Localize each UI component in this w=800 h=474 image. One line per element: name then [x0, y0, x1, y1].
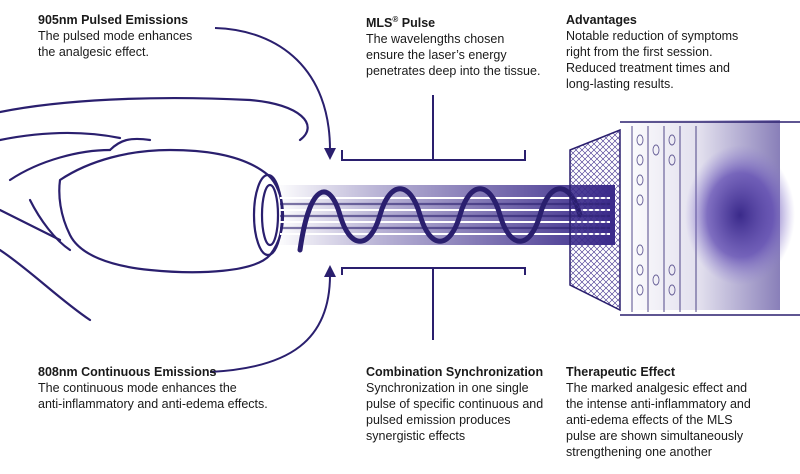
pulsed-emissions-body: The pulsed mode enhances the analgesic e…: [38, 29, 193, 59]
section-brackets: [341, 95, 526, 340]
arrow-head-up: [324, 265, 336, 277]
mls-pulse-title: MLS® Pulse: [366, 15, 436, 31]
laser-head-outline: [0, 96, 309, 322]
tissue-block: [569, 120, 800, 316]
mls-pulse-label: MLS® Pulse The wavelengths chosen ensure…: [366, 12, 566, 79]
advantages-body: Notable reduction of symptoms right from…: [566, 29, 739, 91]
therapeutic-effect-label: Therapeutic Effect The marked analgesic …: [566, 364, 791, 460]
arrows: [209, 27, 331, 373]
advantages-label: Advantages Notable reduction of symptoms…: [566, 12, 791, 92]
continuous-emissions-label: 808nm Continuous Emissions The continuou…: [38, 364, 318, 412]
combination-sync-title: Combination Synchronization: [366, 365, 544, 379]
pulse-helix: [297, 186, 583, 253]
arrow-head-down: [324, 148, 336, 160]
combination-sync-body: Synchronization in one single pulse of s…: [366, 381, 544, 443]
mls-pulse-body: The wavelengths chosen ensure the laser’…: [366, 32, 541, 79]
therapeutic-effect-title: Therapeutic Effect: [566, 365, 676, 379]
combination-sync-label: Combination Synchronization Synchronizat…: [366, 364, 566, 444]
continuous-emissions-body: The continuous mode enhances the anti-in…: [38, 381, 268, 411]
pulsed-emissions-label: 905nm Pulsed Emissions The pulsed mode e…: [38, 12, 278, 60]
pulsed-emissions-title: 905nm Pulsed Emissions: [38, 13, 189, 27]
therapeutic-effect-body: The marked analgesic effect and the inte…: [566, 381, 751, 459]
continuous-emissions-title: 808nm Continuous Emissions: [38, 365, 217, 379]
advantages-title: Advantages: [566, 13, 637, 27]
